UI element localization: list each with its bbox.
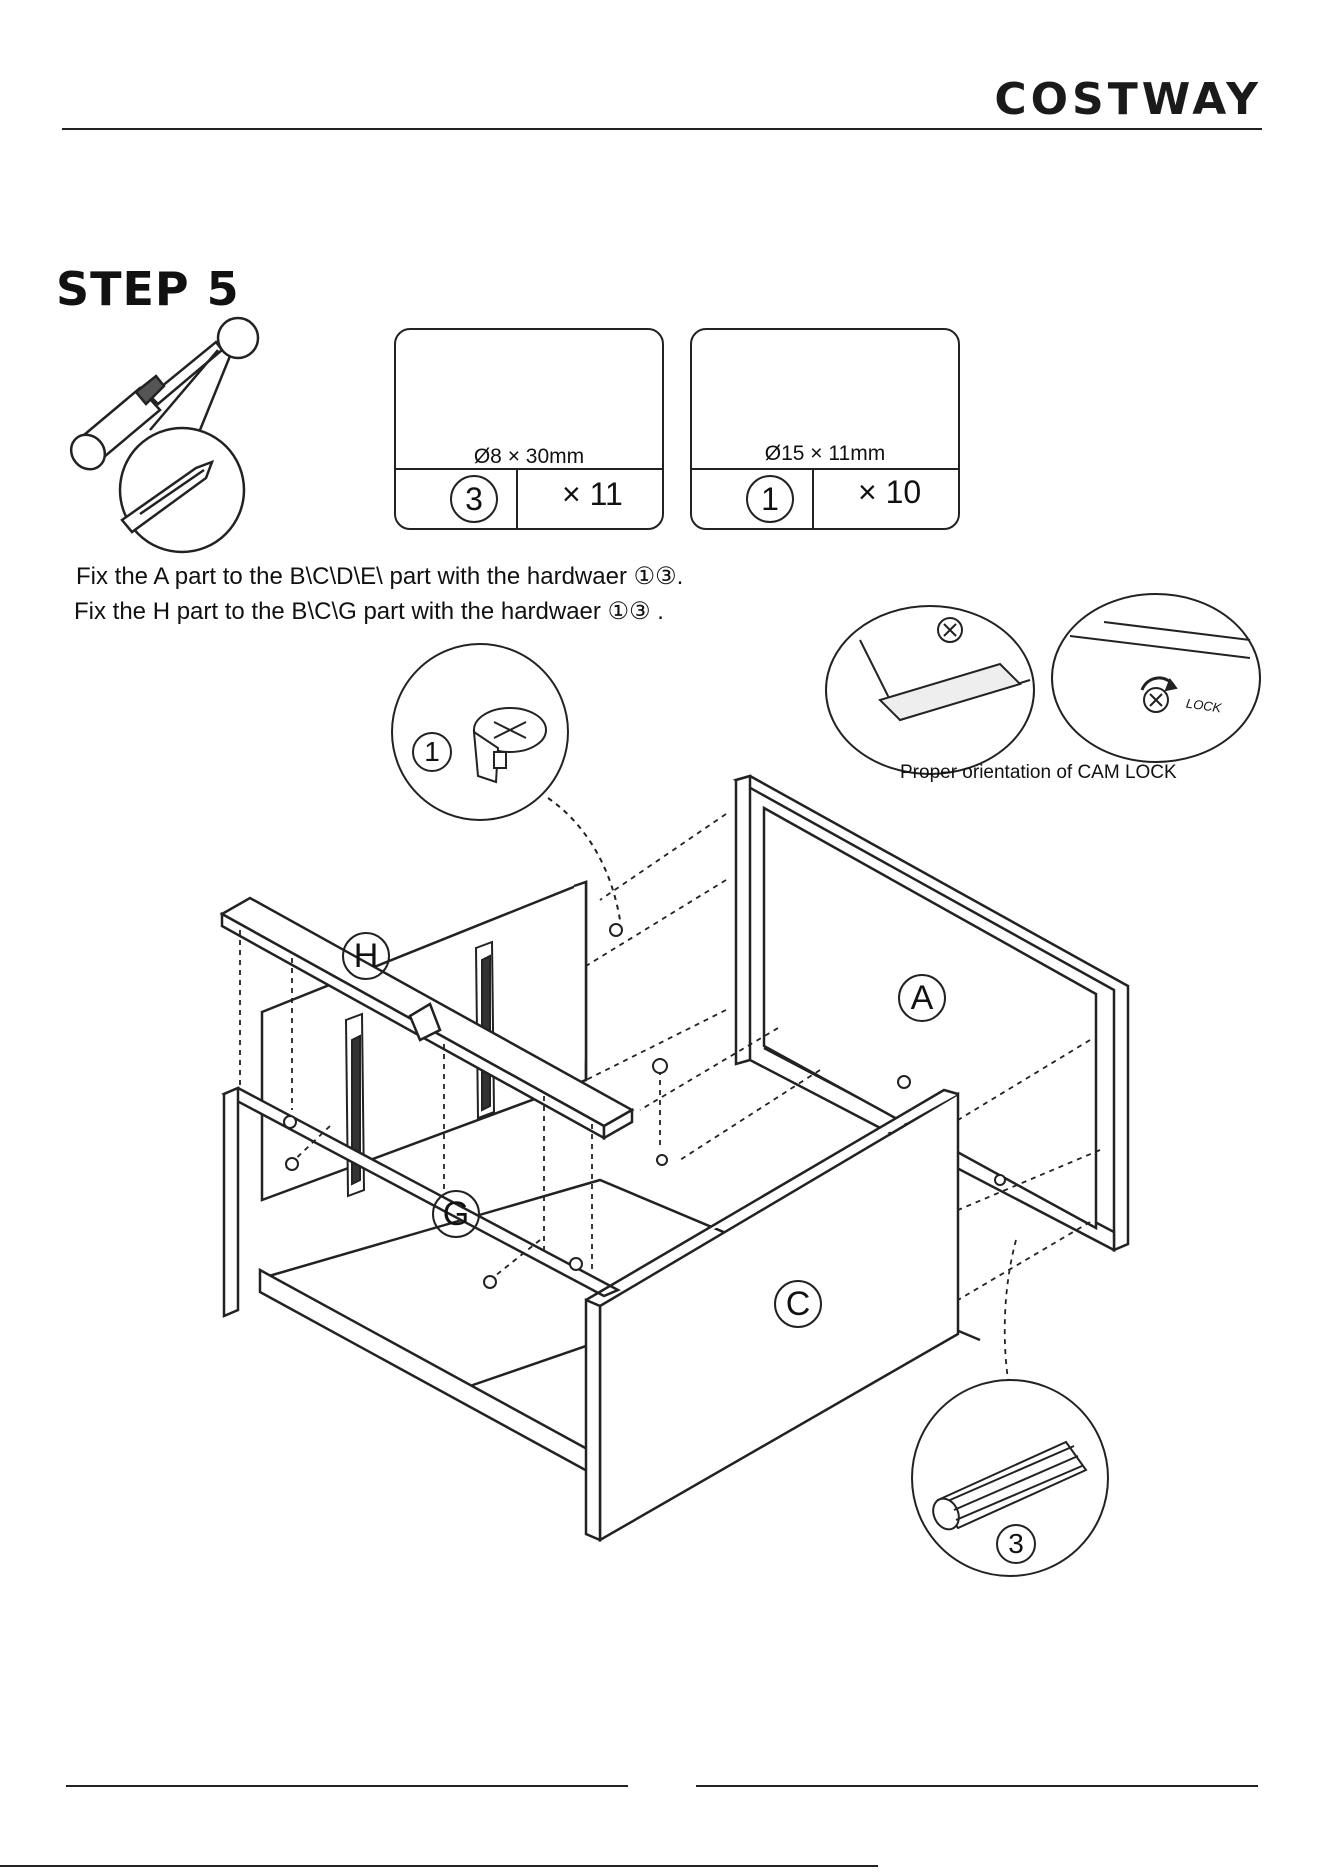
cam-lock-dimension: Ø15 × 11mm [692,442,958,466]
dowel-dimension: Ø8 × 30mm [396,445,662,469]
instruction-line: Fix the H part to the B\C\G part with th… [74,597,664,626]
hardware-box-dowel: Ø8 × 30mm 3 × 11 [394,328,664,530]
callout-number-cam: 1 [412,732,452,772]
hardware-quantity: × 10 [858,474,921,511]
hardware-row: 3 × 11 [396,468,662,528]
part-label-h: H [342,932,390,980]
divider [812,470,814,528]
cam-lock-orientation-diagram [826,594,1260,774]
hardware-number-badge: 1 [746,475,794,523]
hardware-number-badge: 3 [450,475,498,523]
screwdriver-icon [64,318,258,552]
part-label-g: G [432,1190,480,1238]
cam-lock-callout [392,644,620,920]
part-label-c: C [774,1280,822,1328]
side-panel-back [262,882,586,1200]
instruction-line: Fix the A part to the B\C\D\E\ part with… [76,562,683,591]
part-label-a: A [898,974,946,1022]
hardware-quantity: × 11 [562,476,623,513]
divider [516,470,518,528]
cam-lock-caption: Proper orientation of CAM LOCK [900,762,1177,784]
hardware-box-cam-lock: Ø15 × 11mm 1 × 10 [690,328,960,530]
callout-number-dowel: 3 [996,1524,1036,1564]
panel-c [586,1090,958,1540]
hardware-row: 1 × 10 [692,468,958,528]
